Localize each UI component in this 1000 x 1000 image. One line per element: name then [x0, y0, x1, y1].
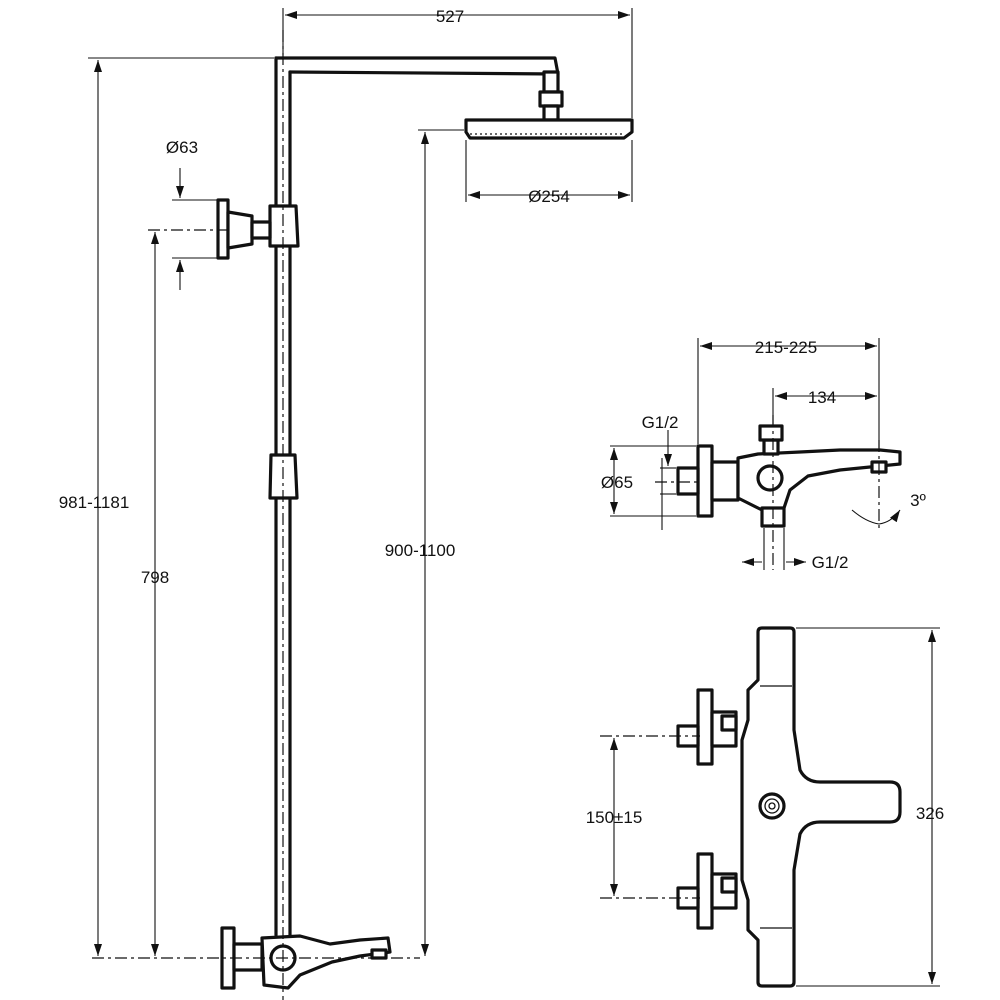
label-spout-angle: 3º: [910, 491, 926, 510]
label-head-diameter: Ø254: [528, 187, 570, 206]
label-bracket-height: 798: [141, 568, 169, 587]
bracket-neck: [250, 220, 272, 240]
label-inlet-spacing: 150±15: [586, 808, 643, 827]
front-dimensions: [610, 627, 940, 987]
side-dimensions: [610, 338, 901, 570]
shower-arm: [274, 56, 560, 76]
side-mixer-knob: [756, 464, 784, 492]
lower-inlet-flange: [696, 852, 714, 930]
mixer-side-view: [676, 424, 902, 528]
label-total-height: 981-1181: [59, 493, 130, 512]
side-wall-flange: [696, 444, 714, 518]
bottom-eccentric: [232, 942, 264, 972]
front-mixer-body: [740, 626, 902, 988]
side-eccentric: [676, 466, 700, 496]
side-eccentric-nut: [710, 460, 740, 502]
lower-inlet-connector: [720, 876, 738, 894]
label-mixer-depth: 215-225: [755, 338, 817, 357]
label-spout-offset: 134: [808, 388, 836, 407]
label-eccentric-diameter: Ø65: [601, 473, 633, 492]
front-center-lines: [600, 735, 700, 899]
label-head-height: 900-1100: [385, 541, 456, 560]
mixer-front-view: [676, 626, 902, 988]
thermostat-knob: [758, 792, 786, 820]
side-mixer-body: [736, 448, 902, 512]
label-inlet-thread-side: G1/2: [642, 413, 679, 432]
dimension-labels: 527 Ø254 Ø63 981-1181 798 900-1100 215-2…: [59, 7, 944, 827]
head-connector: [542, 70, 560, 94]
upper-inlet-connector: [720, 714, 738, 732]
label-outlet-thread-bottom: G1/2: [812, 553, 849, 572]
upper-inlet-flange: [696, 688, 714, 766]
head-neck: [542, 104, 560, 122]
head-swivel: [538, 90, 564, 108]
shower-head: [464, 118, 634, 140]
left-center-lines: [92, 30, 420, 1000]
side-top-cap: [758, 424, 784, 442]
left-dimensions: [88, 8, 633, 956]
bracket-arm: [226, 210, 254, 250]
label-arm-length: 527: [436, 7, 464, 26]
bottom-spout-tip: [370, 948, 388, 960]
pipe-clamp: [268, 204, 300, 248]
label-wall-bracket-diameter: Ø63: [166, 138, 198, 157]
side-top-outlet: [762, 438, 780, 456]
label-mixer-width: 326: [916, 804, 944, 823]
